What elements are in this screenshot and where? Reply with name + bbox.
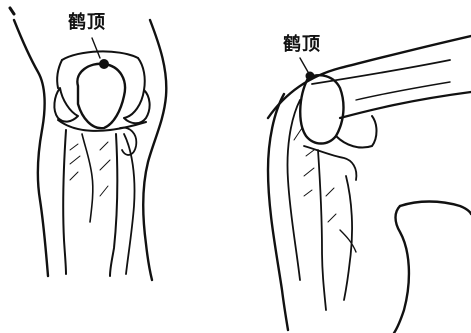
front-leg-outline-left <box>14 20 48 276</box>
front-tibia-tuberosity <box>82 134 93 222</box>
side-acupoint-leader <box>300 58 308 72</box>
corner-tick <box>10 8 14 14</box>
side-shin-inner <box>288 100 301 280</box>
front-view-knee <box>10 8 166 280</box>
front-shading-5 <box>100 160 110 170</box>
side-calf-line <box>340 230 356 252</box>
side-shading-3 <box>304 190 312 196</box>
side-shading-4 <box>326 188 334 196</box>
side-view-knee <box>268 36 471 333</box>
front-shading-3 <box>70 172 78 180</box>
side-shading-1 <box>306 150 314 156</box>
side-acupoint-marker <box>306 72 315 81</box>
front-acupoint-label: 鹤顶 <box>68 14 106 32</box>
front-tibia-left-edge <box>63 130 66 274</box>
side-thigh-lower <box>340 92 471 118</box>
front-shading-6 <box>100 186 108 196</box>
front-shading-4 <box>100 142 108 150</box>
front-shading-2 <box>70 156 80 164</box>
side-patella <box>300 75 343 143</box>
front-condyle-right <box>124 90 150 123</box>
front-shading-1 <box>70 144 78 150</box>
side-calf-back-down <box>394 206 409 333</box>
side-acupoint-label: 鹤顶 <box>283 36 321 54</box>
front-thigh-inner-right <box>138 58 145 90</box>
side-shading-6 <box>294 128 302 140</box>
front-thigh-curve-top <box>62 51 138 60</box>
side-tibia-edge <box>318 150 326 310</box>
front-patella <box>77 64 125 128</box>
front-leg-outline-right <box>143 20 166 280</box>
front-tibia-right-edge <box>110 134 117 276</box>
side-calf-back <box>400 202 471 215</box>
front-condyle-left <box>54 88 78 122</box>
front-acupoint-leader <box>92 38 100 58</box>
front-acupoint-marker <box>99 59 109 69</box>
front-thigh-inner-left <box>57 60 62 88</box>
side-shin-front <box>268 94 288 330</box>
side-shading-5 <box>328 214 336 222</box>
side-shading-2 <box>304 168 314 176</box>
